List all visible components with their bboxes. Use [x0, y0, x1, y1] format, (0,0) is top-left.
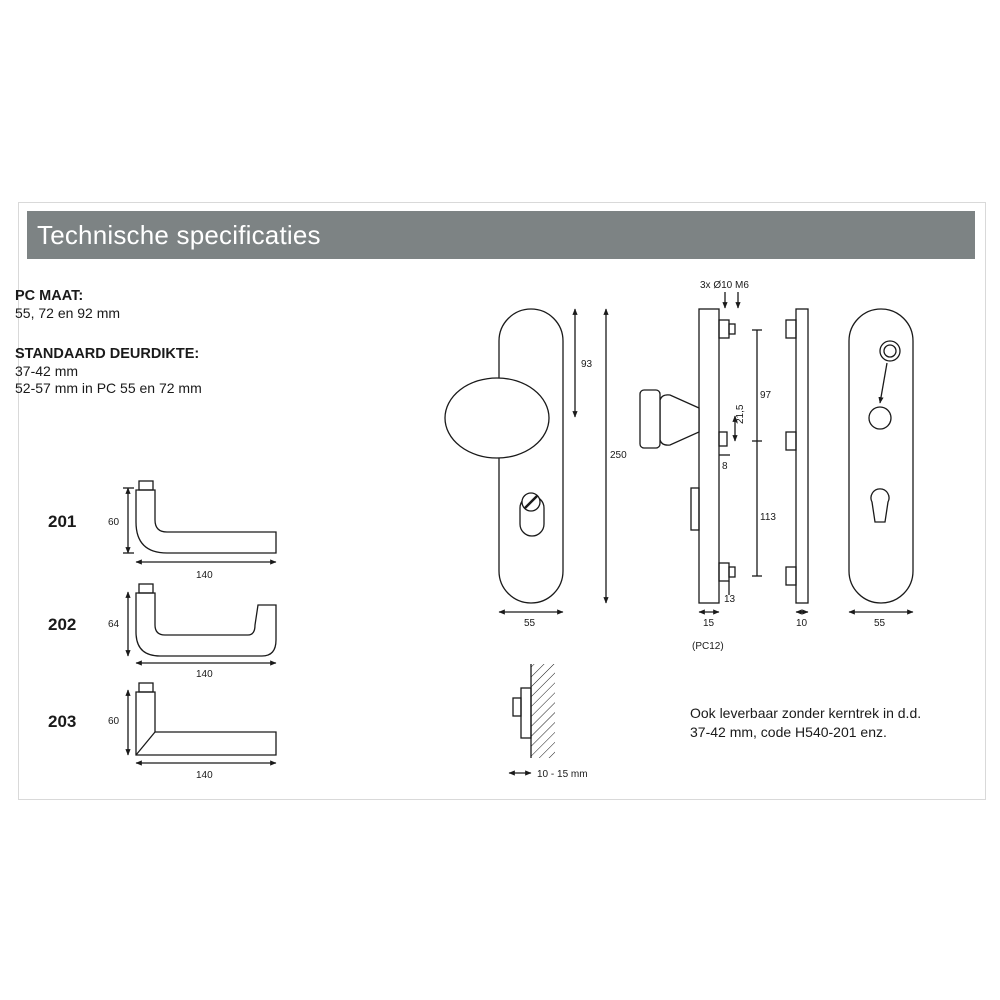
spec-value: 55, 72 en 92 mm [15, 305, 121, 321]
lever-shape [135, 592, 277, 657]
leader-line [878, 362, 888, 404]
dimension-label: 140 [196, 669, 213, 680]
screw-boss [718, 562, 730, 582]
turn-knob-slot [524, 495, 538, 509]
back-view-drawing: 55 [848, 308, 914, 629]
spec-label: PC MAAT: [15, 288, 84, 304]
dimension-label: 60 [108, 517, 120, 528]
title-bar: Technische specificaties [27, 211, 975, 259]
availability-note: Ook leverbaar zonder kerntrek in d.d. 37… [690, 704, 921, 742]
spec-pc-size: PC MAAT: 55, 72 en 92 mm [15, 288, 120, 322]
note-line: 37-42 mm, code H540-201 enz. [690, 724, 887, 740]
dimension-label: 15 [703, 618, 715, 629]
dimension-label: 55 [874, 618, 886, 629]
side-view-drawing: 3x Ø10 M6 97 113 21,5 8 13 15 (PC12) [639, 280, 776, 652]
knob-shape [444, 377, 550, 459]
rosette-shape [138, 682, 154, 693]
rosette-shape [138, 480, 154, 491]
dimension-label: 10 [796, 618, 808, 629]
dimension-label: 13 [724, 594, 736, 605]
page-title: Technische specificaties [37, 220, 321, 250]
back-side-view-drawing: 10 [785, 308, 809, 629]
handle-201-drawing: 201 60 140 [48, 480, 277, 581]
turn-button-inner [883, 344, 897, 358]
dimension-label: 93 [581, 359, 593, 370]
screw-section [512, 697, 522, 717]
back-plate-shape [848, 308, 914, 604]
dimension-label: 3x Ø10 M6 [700, 280, 749, 291]
dimension-label: 113 [760, 512, 776, 523]
spec-value: 52-57 mm in PC 55 en 72 mm [15, 380, 202, 396]
lever-shape [135, 691, 277, 756]
handle-code: 201 [48, 512, 76, 531]
dimension-label: 140 [196, 570, 213, 581]
turn-button-icon [879, 340, 901, 362]
screw-hole-boss [785, 319, 797, 339]
knob-side-shape [659, 394, 700, 446]
handle-202-drawing: 202 64 140 [48, 583, 277, 680]
plate-section [520, 687, 532, 739]
screw-tip [728, 323, 736, 335]
screw-tip [728, 566, 736, 578]
dimension-label: 10 - 15 mm [537, 769, 588, 780]
screw-hole-boss [785, 566, 797, 586]
dimension-label: 55 [524, 618, 536, 629]
handle-code: 203 [48, 712, 76, 731]
spec-value: 37-42 mm [15, 363, 79, 379]
dimension-label: 8 [722, 461, 728, 472]
side-plate-shape [698, 308, 720, 604]
dimension-label: 60 [108, 716, 120, 727]
knob-end-shape [639, 389, 661, 449]
spec-door-thickness: STANDAARD DEURDIKTE: 37-42 mm 52-57 mm i… [15, 346, 202, 397]
dimension-label: (PC12) [692, 641, 724, 652]
front-view-drawing: 93 250 55 [444, 308, 627, 629]
note-line: Ook leverbaar zonder kerntrek in d.d. [690, 705, 922, 721]
cylinder-hole-icon [870, 488, 890, 523]
back-plate-side-shape [795, 308, 809, 604]
rosette-shape [138, 583, 154, 594]
lever-shape [135, 489, 277, 554]
spindle-hole [868, 406, 892, 430]
cylinder-guard [690, 487, 700, 531]
lever-edge [135, 731, 156, 756]
screw-boss [718, 319, 730, 339]
dimension-label: 97 [760, 390, 772, 401]
dimension-label: 21,5 [735, 404, 746, 424]
dimension-label: 64 [108, 619, 120, 630]
screw-hole-boss [785, 431, 797, 451]
mount-detail-drawing: 10 - 15 mm [508, 664, 588, 780]
handle-203-drawing: 203 60 140 [48, 682, 277, 781]
spec-label: STANDAARD DEURDIKTE: [15, 346, 200, 362]
dimension-label: 140 [196, 770, 213, 781]
handle-code: 202 [48, 615, 76, 634]
spindle-pin [718, 431, 728, 447]
wall-hatch-icon [531, 664, 555, 758]
spec-sheet: Technische specificaties [18, 202, 986, 800]
dimension-label: 250 [610, 450, 627, 461]
